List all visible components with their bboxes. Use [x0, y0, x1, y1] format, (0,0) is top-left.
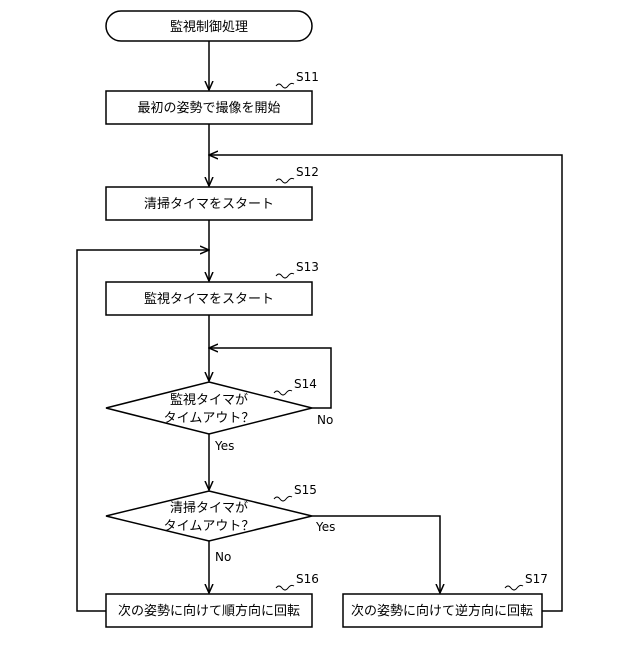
step-s12-label: 清掃タイマをスタート: [144, 196, 274, 212]
decision-s15-line2: タイムアウト？: [164, 519, 255, 534]
step-s17-leader: [505, 585, 523, 590]
step-s12: 清掃タイマをスタート S12: [106, 165, 319, 220]
decision-s14-leader: [274, 390, 292, 395]
decision-s15-leader: [274, 496, 292, 501]
step-s11: 最初の姿勢で撮像を開始 S11: [106, 70, 319, 124]
decision-s14-shape: [106, 382, 312, 434]
step-s13-leader: [276, 273, 294, 278]
step-s16: 次の姿勢に向けて順方向に回転 S16: [106, 572, 319, 627]
step-s16-leader: [276, 585, 294, 590]
decision-s14-line1: 監視タイマが: [170, 392, 248, 408]
decision-s15-yes-label: Yes: [315, 520, 335, 534]
decision-s14: 監視タイマが タイムアウト？ S14: [106, 377, 317, 434]
decision-s15-line1: 清掃タイマが: [170, 500, 248, 516]
step-s16-id: S16: [296, 572, 319, 586]
step-s17-label: 次の姿勢に向けて逆方向に回転: [351, 603, 533, 619]
connector-s17-loop-s12: [209, 155, 562, 611]
start-terminal-label: 監視制御処理: [170, 19, 248, 35]
step-s11-label: 最初の姿勢で撮像を開始: [137, 100, 280, 116]
start-terminal: 監視制御処理: [106, 11, 312, 41]
step-s13: 監視タイマをスタート S13: [106, 260, 319, 315]
decision-s14-no-label: No: [317, 413, 333, 427]
step-s17: 次の姿勢に向けて逆方向に回転 S17: [343, 572, 548, 627]
decision-s15: 清掃タイマが タイムアウト？ S15: [106, 483, 317, 541]
step-s11-id: S11: [296, 70, 319, 84]
decision-s14-yes-label: Yes: [214, 439, 234, 453]
decision-s15-id: S15: [294, 483, 317, 497]
step-s11-leader: [276, 83, 294, 88]
decision-s14-line2: タイムアウト？: [164, 411, 255, 426]
step-s13-id: S13: [296, 260, 319, 274]
step-s13-label: 監視タイマをスタート: [144, 291, 274, 307]
step-s12-leader: [276, 178, 294, 183]
decision-s15-no-label: No: [215, 550, 231, 564]
step-s17-id: S17: [525, 572, 548, 586]
step-s16-label: 次の姿勢に向けて順方向に回転: [118, 603, 300, 619]
step-s12-id: S12: [296, 165, 319, 179]
decision-s14-id: S14: [294, 377, 317, 391]
